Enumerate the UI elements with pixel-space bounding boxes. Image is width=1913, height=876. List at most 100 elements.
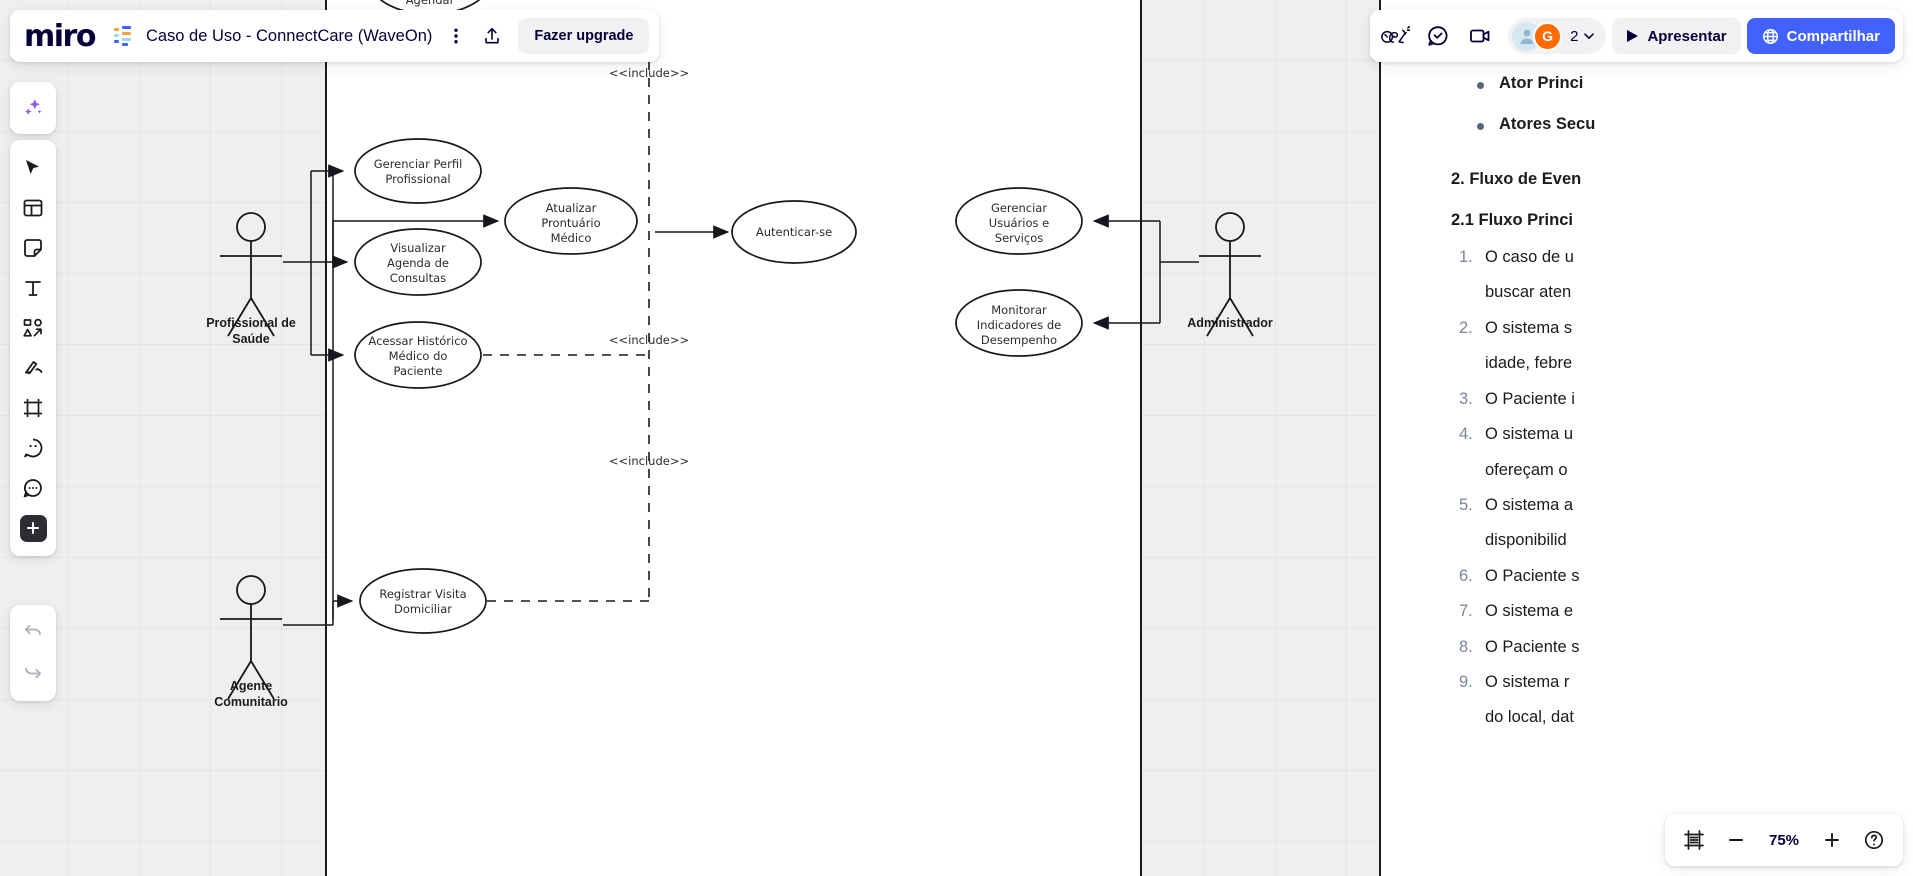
step-number-blank <box>1459 459 1485 482</box>
list-item-continuation: do local, dat <box>1459 706 1913 729</box>
board-title[interactable]: Caso de Uso - ConnectCare (WaveOn) <box>145 26 433 45</box>
zoom-out-button[interactable] <box>1717 821 1755 859</box>
top-left-toolbar: miro Caso de Uso - ConnectCare (WaveOn) … <box>10 10 660 62</box>
use-case-autenticar-se[interactable]: Autenticar-se <box>731 200 857 264</box>
collaborator-count: 2 <box>1570 27 1579 45</box>
list-item-continuation: idade, febre <box>1459 352 1913 375</box>
step-number: 6. <box>1459 566 1473 585</box>
use-case-label: Visualizar <box>390 241 446 255</box>
use-case-label: Profissional <box>385 172 450 186</box>
step-number: 4. <box>1459 425 1473 444</box>
list-item: 3.O Paciente i <box>1459 388 1913 411</box>
sticker-icon[interactable] <box>14 428 52 468</box>
step-number: 1. <box>1459 248 1473 266</box>
miro-logo[interactable]: miro <box>24 18 96 54</box>
share-button[interactable]: Compartilhar <box>1746 18 1895 54</box>
step-number-blank <box>1459 706 1485 729</box>
list-item: 7. O sistema e <box>1459 600 1913 623</box>
actor-label: Saúde <box>232 332 270 346</box>
actor-agente-comunitario[interactable]: Agente Comunitario <box>214 575 288 709</box>
list-item-continuation: disponibilid <box>1459 529 1913 552</box>
list-item: 1.O caso de u <box>1459 246 1913 269</box>
step-text: ofereçam o <box>1485 460 1573 479</box>
association-lines-right <box>1092 214 1199 330</box>
list-item-continuation: buscar aten <box>1459 281 1913 304</box>
step-number: 7. <box>1459 602 1473 621</box>
use-case-label: Consultas <box>390 271 446 285</box>
zoom-level[interactable]: 75% <box>1768 831 1800 849</box>
upload-icon[interactable] <box>474 18 510 54</box>
sticky-note-icon[interactable] <box>14 228 52 268</box>
zoom-toolbar: 75% <box>1665 814 1903 866</box>
actor-label: Comunitario <box>214 695 288 709</box>
more-apps-plus-icon[interactable] <box>14 508 52 548</box>
step-text: O sistema u <box>1485 425 1574 444</box>
use-case-registrar-visita-domiciliar[interactable]: Registrar Visita Domiciliar <box>359 568 487 634</box>
actor-profissional-de-saude[interactable]: Profissional de Saúde <box>206 212 296 346</box>
ai-sparkles-icon[interactable] <box>14 88 52 128</box>
step-text: O Paciente s <box>1485 566 1580 585</box>
top-right-toolbar: G 2 Apresentar Compartilhar <box>1370 10 1903 62</box>
use-case-gerenciar-perfil-profissional[interactable]: Gerenciar Perfil Profissional <box>354 138 482 204</box>
use-case-gerenciar-usuarios-e-servicos[interactable]: Gerenciar Usuários e Serviços <box>955 187 1083 255</box>
actor-administrador[interactable]: Administrador <box>1187 212 1273 337</box>
doc-heading-fluxo-principal: 2.1 Fluxo Princi <box>1451 211 1573 229</box>
help-icon[interactable] <box>1855 821 1893 859</box>
undo-redo-toolbar <box>10 605 56 701</box>
use-case-label: Gerenciar Perfil <box>374 157 463 171</box>
kebab-menu-icon[interactable] <box>438 18 474 54</box>
list-item-continuation: ofereçam o <box>1459 459 1913 482</box>
video-camera-icon[interactable] <box>1462 18 1498 54</box>
step-text: O sistema e <box>1485 602 1574 621</box>
text-icon[interactable] <box>14 268 52 308</box>
association-lines-left <box>283 164 730 626</box>
comment-icon[interactable] <box>14 468 52 508</box>
zoom-in-button[interactable] <box>1813 821 1851 859</box>
list-item: 4. O sistema u <box>1459 423 1913 446</box>
use-case-label: Agenda de <box>387 256 449 270</box>
present-label: Apresentar <box>1647 27 1727 45</box>
undo-icon[interactable] <box>14 613 52 653</box>
fit-to-screen-icon[interactable] <box>1675 821 1713 859</box>
doc-heading-fluxo-de-eventos: 2. Fluxo de Even <box>1451 170 1582 188</box>
use-case-acessar-historico-medico-do-paciente[interactable]: Acessar Histórico Médico do Paciente <box>354 321 482 389</box>
include-stereotype-label: <<include>> <box>609 454 689 468</box>
collaborators-avatars[interactable]: G 2 <box>1508 18 1607 54</box>
step-text: do local, dat <box>1485 708 1574 727</box>
use-case-label: Agendar <box>406 0 455 7</box>
doc-actor-bullet-list: Ator Princi Atores Secu <box>1477 74 1913 134</box>
include-dependency-lines <box>483 10 650 604</box>
use-case-monitorar-indicadores-de-desempenho[interactable]: Monitorar Indicadores de Desempenho <box>955 289 1083 357</box>
cursor-select-icon[interactable] <box>14 148 52 188</box>
use-case-label: Médico <box>551 231 592 245</box>
document-panel[interactable]: 1.2 Atores Ator Princi Atores Secu 2. Fl… <box>1379 0 1913 876</box>
templates-icon[interactable] <box>14 188 52 228</box>
list-item: 8.O Paciente s <box>1459 636 1913 659</box>
step-number-blank <box>1459 352 1485 375</box>
step-text: O sistema r <box>1485 673 1570 692</box>
use-case-label: Autenticar-se <box>756 225 832 239</box>
actor-label: Profissional de <box>206 316 296 330</box>
main-toolbar <box>10 140 56 556</box>
shapes-icon[interactable] <box>14 308 52 348</box>
present-button[interactable]: Apresentar <box>1612 18 1741 54</box>
pen-icon[interactable] <box>14 348 52 388</box>
actor-label: Administrador <box>1187 316 1273 330</box>
use-case-label: Gerenciar <box>991 201 1047 215</box>
step-text: buscar aten <box>1485 283 1572 302</box>
reactions-icon[interactable] <box>1378 18 1414 54</box>
include-stereotype-label: <<include>> <box>609 333 689 347</box>
step-number: 9. <box>1459 673 1473 692</box>
list-item: 2.O sistema s <box>1459 317 1913 340</box>
redo-icon[interactable] <box>14 653 52 693</box>
upgrade-button[interactable]: Fazer upgrade <box>518 18 650 54</box>
use-case-visualizar-agenda-de-consultas[interactable]: Visualizar Agenda de Consultas <box>354 228 482 296</box>
use-case-label: Desempenho <box>981 333 1057 347</box>
chat-bubble-icon[interactable] <box>1420 18 1456 54</box>
chevron-down-icon[interactable] <box>1582 29 1596 43</box>
use-case-atualizar-prontuario-medico[interactable]: Atualizar Prontuário Médico <box>504 187 638 255</box>
use-case-label: Usuários e <box>989 216 1049 230</box>
frame-icon[interactable] <box>14 388 52 428</box>
